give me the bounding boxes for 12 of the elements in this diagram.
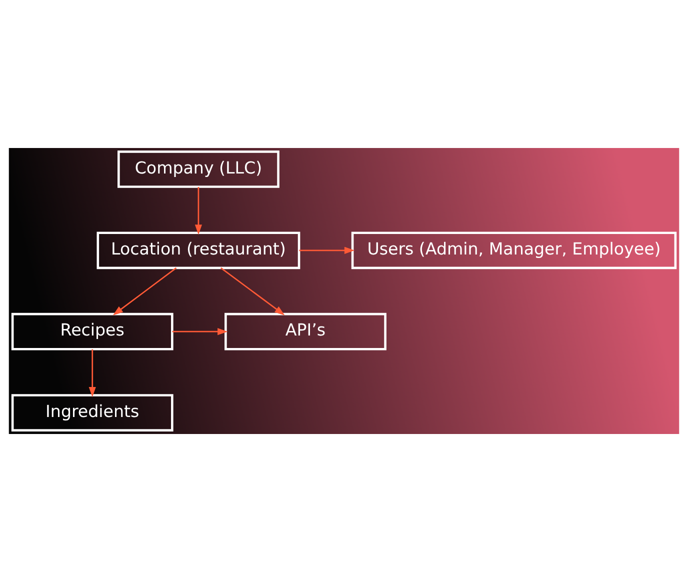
- arrow: [172, 328, 228, 336]
- arrow: [220, 267, 285, 316]
- arrow: [88, 349, 96, 398]
- node-box: Ingredients: [11, 394, 174, 432]
- node-box: Users (Admin, Manager, Employee): [351, 232, 677, 270]
- node-box: Company (LLC): [118, 150, 280, 188]
- arrow: [194, 186, 202, 235]
- node-box: API’s: [224, 312, 386, 350]
- node-box: Location (restaurant): [96, 232, 300, 270]
- arrow: [299, 246, 355, 254]
- arrow: [112, 267, 177, 316]
- node-box: Recipes: [11, 312, 174, 350]
